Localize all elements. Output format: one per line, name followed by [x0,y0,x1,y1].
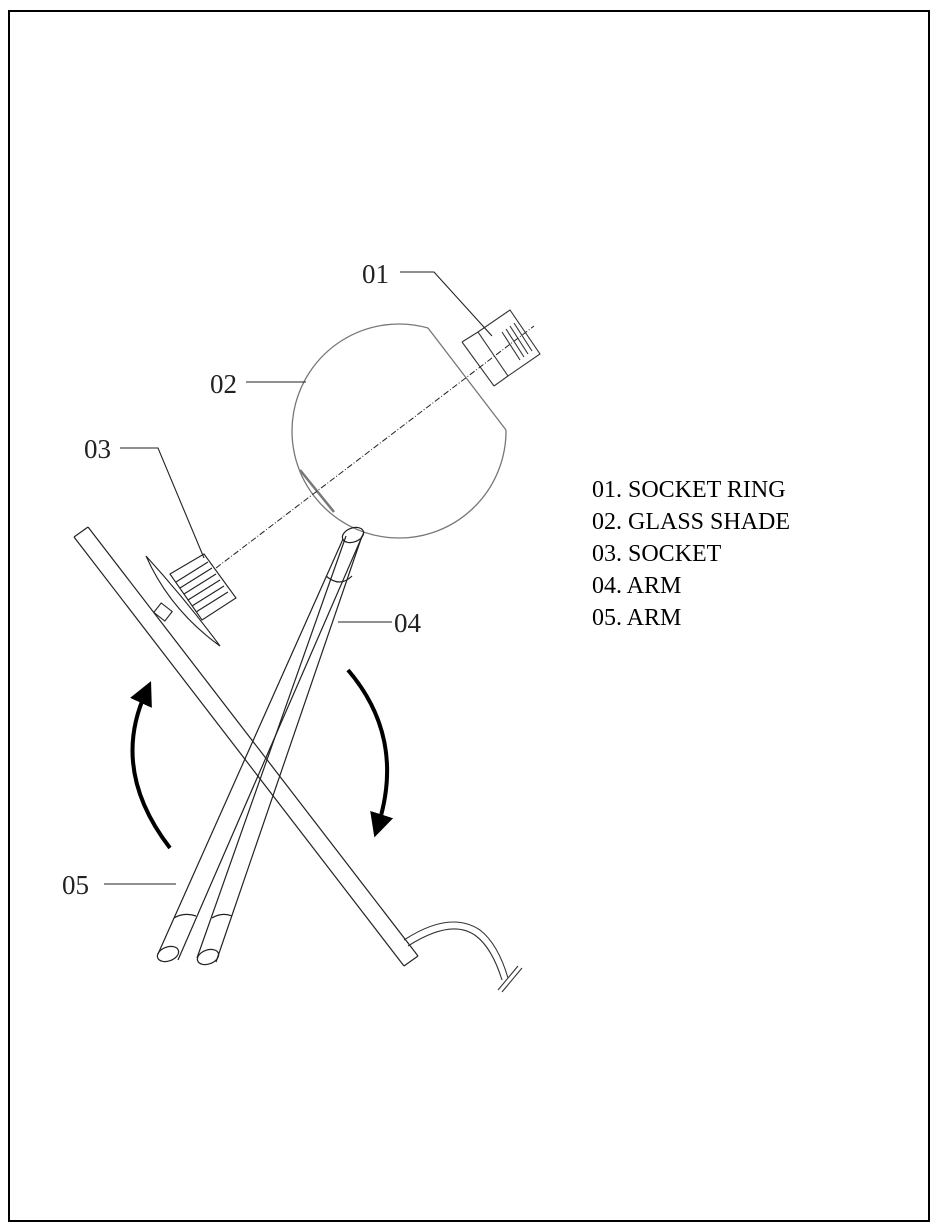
power-cord [403,921,523,993]
rotation-arrow-left [130,681,172,850]
rotation-arrow-right [346,668,394,838]
callout-01: 01 [362,259,389,289]
callout-05: 05 [62,870,89,900]
legend-item-arm-04: 04. ARM [592,573,682,599]
arm-04 [156,526,365,966]
socket [145,553,237,647]
legend-item-arm-05: 05. ARM [592,605,682,631]
arm-05 [73,526,419,967]
callout-04: 04 [394,608,422,638]
assembly-axis [215,325,535,569]
glass-shade [291,323,507,539]
callout-02: 02 [210,369,237,399]
legend-item-socket: 03. SOCKET [592,541,722,567]
drawing-frame [8,10,930,1222]
parts-legend: 01. SOCKET RING 02. GLASS SHADE 03. SOCK… [592,474,790,634]
legend-item-glass-shade: 02. GLASS SHADE [592,509,791,535]
leader-lines [104,271,493,885]
legend-item-socket-ring: 01. SOCKET RING [592,477,786,503]
callout-03: 03 [84,434,111,464]
socket-ring [461,309,541,387]
